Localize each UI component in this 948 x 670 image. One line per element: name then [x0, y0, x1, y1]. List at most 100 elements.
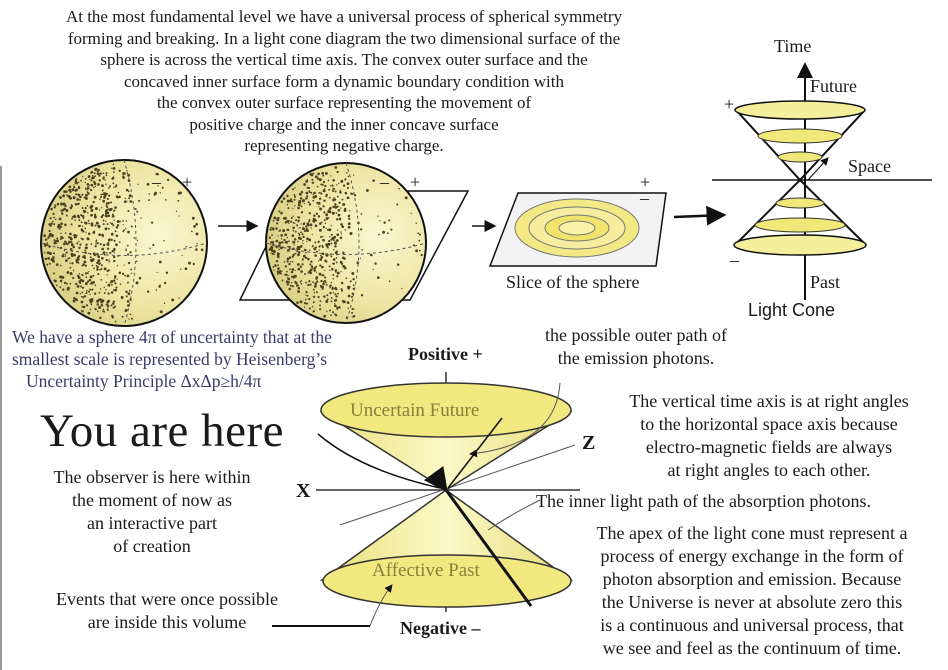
- speckle-dot: [305, 179, 309, 183]
- speckle-dot: [290, 217, 293, 219]
- speckle-dot: [298, 290, 301, 293]
- speckle-dot: [325, 243, 329, 247]
- speckle-dot: [418, 239, 421, 242]
- speckle-dot: [311, 178, 314, 181]
- speckle-dot: [99, 268, 101, 271]
- speckle-dot: [360, 228, 363, 231]
- speckle-dot: [113, 209, 116, 212]
- speckle-dot: [113, 219, 115, 221]
- speckle-dot: [321, 221, 323, 223]
- speckle-dot: [110, 304, 113, 307]
- speckle-dot: [138, 199, 141, 202]
- speckle-dot: [59, 196, 62, 200]
- speckle-dot: [299, 202, 302, 204]
- speckle-dot: [107, 214, 111, 217]
- speckle-dot: [332, 187, 335, 190]
- speckle-dot: [378, 233, 380, 236]
- speckle-dot: [54, 218, 57, 221]
- speckle-dot: [126, 253, 130, 256]
- uncertainty-line: We have a sphere 4π of uncertainty that …: [12, 327, 332, 347]
- speckle-dot: [274, 264, 277, 267]
- vertical-axis-line: electro-magnetic fields are always: [645, 437, 893, 457]
- speckle-dot: [118, 241, 121, 243]
- vertical-axis-line: at right angles to each other.: [667, 460, 871, 480]
- speckle-dot: [126, 244, 129, 247]
- speckle-dot: [303, 202, 306, 205]
- speckle-dot: [75, 291, 79, 295]
- speckle-dot: [138, 276, 142, 280]
- speckle-dot: [93, 182, 97, 185]
- speckle-dot: [280, 238, 283, 240]
- speckle-dot: [77, 276, 81, 280]
- speckle-dot: [286, 195, 289, 198]
- sphere-1: [40, 159, 208, 327]
- speckle-dot: [88, 290, 90, 293]
- speckle-dot: [317, 215, 321, 218]
- speckle-dot: [114, 230, 117, 233]
- speckle-dot: [324, 222, 327, 224]
- speckle-dot: [77, 186, 81, 190]
- speckle-dot: [104, 194, 107, 197]
- speckle-dot: [289, 268, 291, 271]
- speckle-dot: [47, 257, 49, 259]
- speckle-dot: [44, 238, 48, 241]
- speckle-dot: [340, 207, 342, 209]
- speckle-dot: [74, 202, 78, 206]
- speckle-dot: [305, 294, 307, 296]
- speckle-dot: [334, 293, 337, 296]
- speckle-dot: [270, 248, 273, 252]
- speckle-dot: [290, 220, 293, 223]
- speckle-dot: [85, 276, 88, 278]
- speckle-dot: [89, 288, 92, 291]
- intro-line: concaved inner surface form a dynamic bo…: [124, 71, 564, 91]
- speckle-dot: [275, 259, 279, 263]
- speckle-dot: [87, 175, 91, 179]
- speckle-dot: [59, 225, 63, 229]
- speckle-dot: [112, 163, 115, 166]
- speckle-dot: [90, 243, 93, 246]
- speckle-dot: [78, 246, 81, 250]
- speckle-dot: [302, 235, 305, 238]
- speckle-dot: [293, 238, 297, 241]
- speckle-dot: [69, 236, 72, 240]
- speckle-dot: [60, 236, 62, 238]
- speckle-dot: [78, 273, 81, 275]
- speckle-dot: [90, 179, 93, 182]
- speckle-dot: [306, 294, 309, 297]
- speckle-dot: [320, 183, 322, 186]
- speckle-dot: [73, 215, 77, 219]
- speckle-dot: [305, 225, 308, 228]
- speckle-dot: [297, 206, 300, 210]
- speckle-dot: [81, 286, 84, 289]
- speckle-dot: [91, 298, 94, 301]
- speckle-dot: [322, 280, 325, 283]
- speckle-dot: [93, 254, 96, 257]
- speckle-dot: [44, 244, 47, 247]
- speckle-dot: [346, 182, 350, 186]
- speckle-dot: [112, 289, 115, 292]
- speckle-dot: [299, 280, 302, 283]
- speckle-dot: [308, 280, 311, 283]
- speckle-dot: [317, 295, 320, 299]
- speckle-dot: [331, 211, 335, 215]
- speckle-dot: [87, 186, 90, 189]
- speckle-dot: [88, 278, 92, 282]
- speckle-dot: [115, 234, 119, 238]
- speckle-dot: [94, 185, 97, 187]
- sphere-2-minus: –: [380, 172, 389, 192]
- speckle-dot: [95, 221, 99, 225]
- speckle-dot: [70, 241, 73, 244]
- speckle-dot: [99, 243, 102, 246]
- speckle-dot: [340, 289, 344, 292]
- speckle-dot: [299, 265, 302, 268]
- speckle-dot: [322, 282, 325, 286]
- speckle-dot: [116, 265, 119, 267]
- speckle-dot: [345, 277, 348, 280]
- speckle-dot: [396, 203, 399, 206]
- speckle-dot: [333, 198, 337, 201]
- speckle-dot: [322, 238, 325, 242]
- speckle-dot: [84, 227, 87, 230]
- speckle-dot: [82, 176, 84, 178]
- speckle-dot: [318, 249, 320, 251]
